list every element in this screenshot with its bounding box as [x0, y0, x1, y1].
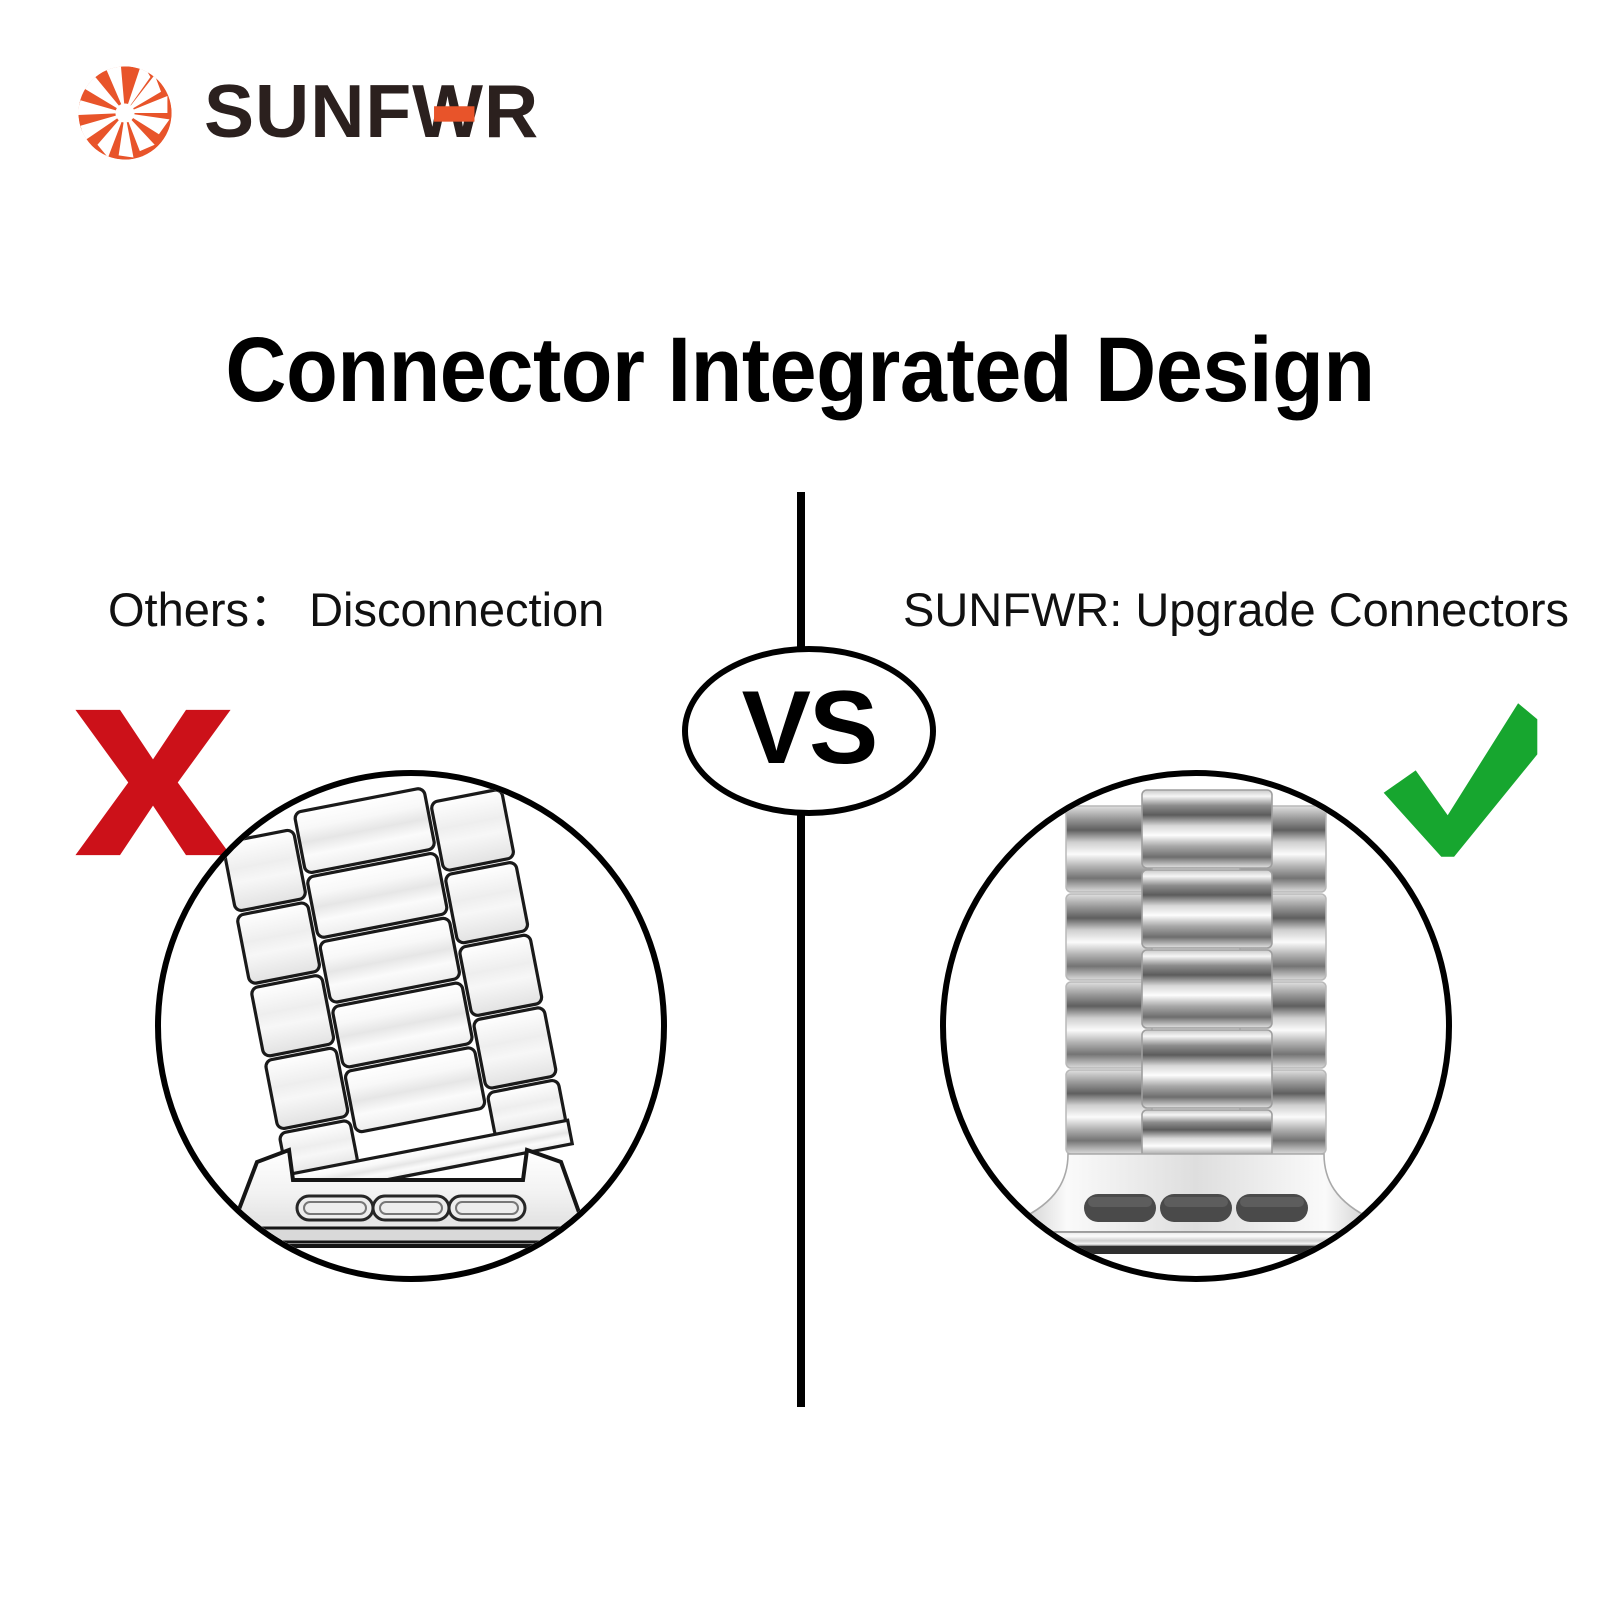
- others-disconnection-photo: [155, 770, 667, 1282]
- sunburst-aperture-icon: [72, 60, 178, 166]
- integrated-connector-base: [992, 1153, 1400, 1254]
- brand-wordmark: SUNFWR: [204, 71, 589, 155]
- page-title: Connector Integrated Design: [225, 318, 1375, 421]
- red-x-icon: [68, 700, 238, 865]
- brand-wordmark-text: SUNFWR: [204, 71, 539, 153]
- vs-badge: VS: [682, 646, 936, 816]
- sunfwr-integrated-photo: [940, 770, 1452, 1282]
- vs-label: VS: [741, 670, 879, 786]
- band-left-links: [1065, 805, 1153, 1155]
- band-center-links: [1141, 789, 1273, 1173]
- brand-logo: SUNFWR: [72, 60, 589, 166]
- vertical-divider: [797, 492, 805, 1407]
- detached-band-group: [222, 787, 575, 1201]
- left-column-label: Others： Disconnection: [108, 583, 605, 636]
- right-column-label: SUNFWR: Upgrade Connectors: [903, 583, 1570, 636]
- brand-f-accent-bar: [434, 106, 475, 122]
- green-check-icon: [1368, 700, 1553, 860]
